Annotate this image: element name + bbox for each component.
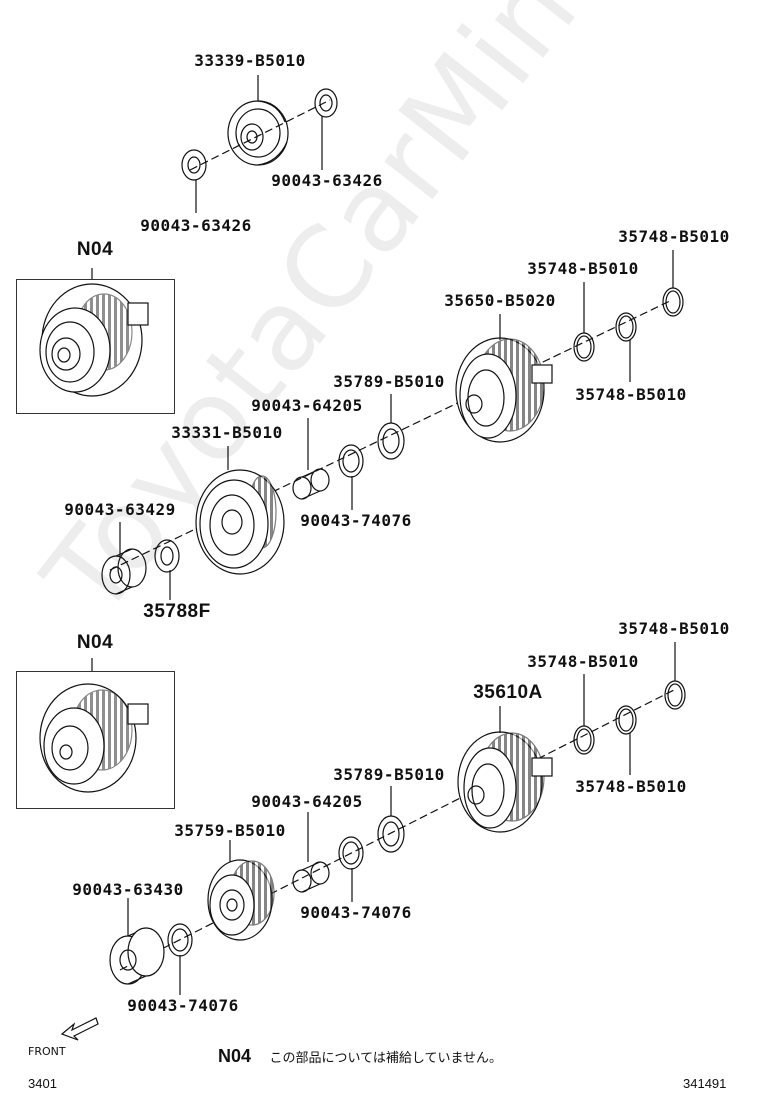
label-n04-top: N04 [76, 239, 114, 260]
page-number-left: 3401 [28, 1076, 57, 1091]
ring-35748-b1 [664, 680, 686, 710]
label-90043-74076-b: 90043-74076 [300, 903, 412, 922]
label-90043-63426-right: 90043-63426 [271, 171, 383, 190]
label-35789-b: 35789-B5010 [333, 765, 445, 784]
ring-35748-b2 [615, 705, 637, 735]
gear-33331 [195, 469, 285, 575]
label-35748-b3: 35748-B5010 [575, 777, 687, 796]
page-number-right: 341491 [683, 1076, 727, 1091]
gear-35759 [207, 859, 275, 941]
washer-74076-t [338, 444, 364, 478]
label-90043-74076-b2: 90043-74076 [127, 996, 239, 1015]
label-n04-bottom: N04 [76, 632, 114, 653]
label-90043-64205-b: 90043-64205 [251, 792, 363, 811]
label-90043-63430: 90043-63430 [72, 880, 184, 899]
n04-gear-top [39, 268, 149, 397]
washer-35789-t [377, 422, 405, 460]
axis-line-top [189, 99, 331, 171]
axis-line-bottom [119, 689, 675, 971]
seal-63426-left [181, 149, 207, 181]
ring-35748-b3 [573, 725, 595, 755]
n04-gear-bottom [39, 658, 149, 793]
label-35748-t1: 35748-B5010 [618, 227, 730, 246]
label-90043-74076-t: 90043-74076 [300, 511, 412, 530]
label-35748-t2: 35748-B5010 [527, 259, 639, 278]
seal-63426-right [314, 88, 338, 118]
note-code: N04 [218, 1046, 252, 1066]
label-35748-b1: 35748-B5010 [618, 619, 730, 638]
front-label: FRONT [28, 1045, 66, 1058]
label-90043-63426-left: 90043-63426 [140, 216, 252, 235]
washer-74076-b [338, 836, 364, 870]
bearing-33339 [227, 100, 289, 166]
label-35759: 35759-B5010 [174, 821, 286, 840]
label-90043-64205-t: 90043-64205 [251, 396, 363, 415]
label-35610a: 35610A [473, 682, 543, 703]
label-35748-t3: 35748-B5010 [575, 385, 687, 404]
washer-35789-b [377, 815, 405, 853]
drum-35650 [455, 314, 553, 443]
label-35650: 35650-B5020 [444, 291, 556, 310]
ring-35748-t2 [615, 312, 637, 342]
washer-35788f [154, 539, 180, 573]
label-35789-t: 35789-B5010 [333, 372, 445, 391]
bush-64205-t [292, 468, 330, 500]
front-arrow-icon [60, 1017, 99, 1041]
note-text: この部品については補給していません。 [269, 1051, 503, 1066]
label-90043-63429: 90043-63429 [64, 500, 176, 519]
supply-note: N04 この部品については補給していません。 [218, 1046, 502, 1067]
label-35748-b2: 35748-B5010 [527, 652, 639, 671]
bearing-63430 [109, 927, 165, 985]
bush-64205-b [292, 861, 330, 893]
label-33331: 33331-B5010 [171, 423, 283, 442]
label-35788f: 35788F [143, 601, 211, 622]
label-33339: 33339-B5010 [194, 51, 306, 70]
ring-35748-t3 [573, 332, 595, 362]
drum-35610a [457, 706, 553, 833]
bearing-63429 [101, 548, 147, 595]
ring-35748-t1 [662, 287, 684, 317]
